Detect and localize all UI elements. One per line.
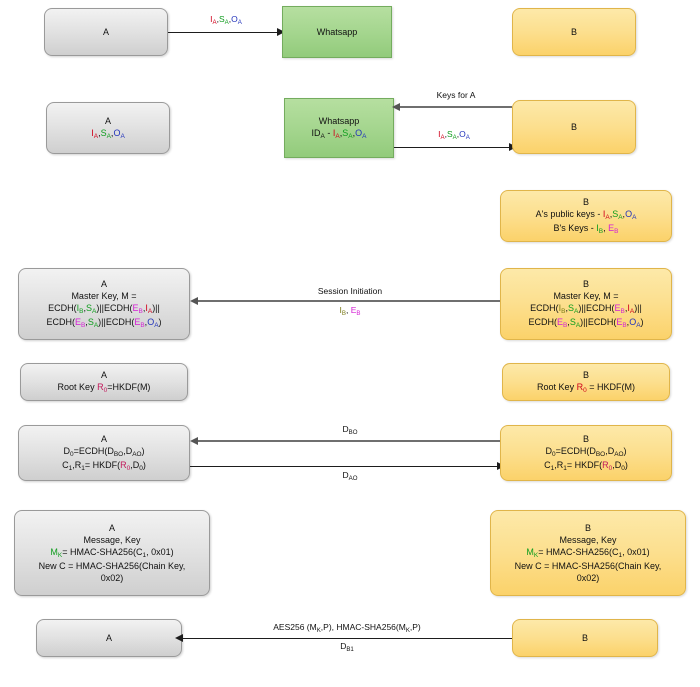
arrowhead-left bbox=[392, 103, 400, 111]
node-master-key-heading: Master Key, M = bbox=[553, 291, 619, 301]
node-label: B bbox=[581, 633, 588, 643]
node-master-key-part2: ECDH(EB,SA)||ECDH(EB,OA) bbox=[528, 317, 644, 329]
node-master-key-part1: ECDH(IB,SA)||ECDH(EB,IA)|| bbox=[530, 303, 642, 315]
arrowhead-left bbox=[175, 634, 183, 642]
edge-label-dao: DAO bbox=[342, 470, 358, 482]
arrowhead-left bbox=[190, 437, 198, 445]
node-label: A bbox=[102, 27, 109, 37]
connector-a-to-whatsapp bbox=[168, 32, 280, 33]
node-identity-mapping: IDA - IA,SA,OA bbox=[311, 128, 367, 140]
node-label: A bbox=[104, 116, 111, 126]
edge-label-keys-delivered: IA,SA,OA bbox=[438, 129, 470, 141]
node-chain-key-formula-line1: New C = HMAC-SHA256(Chain Key, bbox=[514, 561, 662, 571]
node-label: B bbox=[582, 279, 589, 289]
node-party-a-row1[interactable]: A bbox=[44, 8, 168, 56]
node-label: A bbox=[105, 633, 112, 643]
node-chain-root-formula: C1,R1= HKDF(R0,D0) bbox=[544, 460, 628, 472]
node-label: Whatsapp bbox=[316, 27, 358, 37]
node-chain-key-formula-line2: 0x02) bbox=[100, 573, 124, 583]
node-b-keys: B's Keys - IB, EB bbox=[553, 223, 619, 235]
node-party-a-row8[interactable]: A bbox=[36, 619, 182, 657]
node-party-a-root-key[interactable]: A Root Key R0=HKDF(M) bbox=[20, 363, 188, 401]
node-message-key-formula: MK= HMAC-SHA256(C1, 0x01) bbox=[50, 547, 174, 559]
node-whatsapp-server-row2[interactable]: Whatsapp IDA - IA,SA,OA bbox=[284, 98, 394, 158]
node-party-b-root-key[interactable]: B Root Key R0 = HKDF(M) bbox=[502, 363, 670, 401]
node-party-a-master-key[interactable]: A Master Key, M = ECDH(IB,SA)||ECDH(EB,I… bbox=[18, 268, 190, 340]
node-label: B bbox=[582, 434, 589, 444]
node-chain-root-formula: C1,R1= HKDF(R0,D0) bbox=[62, 460, 146, 472]
node-label: B bbox=[570, 122, 577, 132]
node-root-key-formula: Root Key R0 = HKDF(M) bbox=[537, 382, 635, 394]
edge-label-keys-upload: IA,SA,OA bbox=[210, 14, 242, 26]
node-dh-formula: D0=ECDH(DBO,DAO) bbox=[63, 446, 145, 458]
node-chain-key-formula-line1: New C = HMAC-SHA256(Chain Key, bbox=[38, 561, 186, 571]
node-master-key-heading: Master Key, M = bbox=[71, 291, 137, 301]
node-master-key-part1: ECDH(IB,SA)||ECDH(EB,IA)|| bbox=[48, 303, 160, 315]
connector-session-initiation bbox=[198, 300, 500, 302]
node-party-a-row2[interactable]: A IA,SA,OA bbox=[46, 102, 170, 154]
node-party-b-row8[interactable]: B bbox=[512, 619, 658, 657]
arrowhead-left bbox=[190, 297, 198, 305]
node-party-b-ratchet[interactable]: B D0=ECDH(DBO,DAO) C1,R1= HKDF(R0,D0) bbox=[500, 425, 672, 481]
node-a-public-keys: A's public keys - IA,SA,OA bbox=[535, 209, 637, 221]
node-dh-formula: D0=ECDH(DBO,DAO) bbox=[545, 446, 627, 458]
node-label: A bbox=[100, 279, 107, 289]
node-message-key-formula: MK= HMAC-SHA256(C1, 0x01) bbox=[526, 547, 650, 559]
node-party-b-message-key[interactable]: B Message, Key MK= HMAC-SHA256(C1, 0x01)… bbox=[490, 510, 686, 596]
connector-ciphertext bbox=[182, 638, 512, 639]
node-message-key-heading: Message, Key bbox=[559, 535, 617, 545]
node-whatsapp-server-row1[interactable]: Whatsapp bbox=[282, 6, 392, 58]
node-party-b-row1[interactable]: B bbox=[512, 8, 636, 56]
connector-server-to-b-keys bbox=[394, 147, 512, 148]
edge-label-session-initiation: Session Initiation bbox=[317, 286, 383, 296]
node-party-a-message-key[interactable]: A Message, Key MK= HMAC-SHA256(C1, 0x01)… bbox=[14, 510, 210, 596]
edge-label-keys-for-a: Keys for A bbox=[436, 90, 476, 100]
edge-label-session-keys: IB, EB bbox=[339, 305, 361, 317]
node-party-b-keystore[interactable]: B A's public keys - IA,SA,OA B's Keys - … bbox=[500, 190, 672, 242]
node-party-a-ratchet[interactable]: A D0=ECDH(DBO,DAO) C1,R1= HKDF(R0,D0) bbox=[18, 425, 190, 481]
node-label: B bbox=[570, 27, 577, 37]
connector-dao bbox=[190, 466, 500, 467]
node-label: B bbox=[582, 370, 589, 380]
node-label: A bbox=[108, 523, 115, 533]
node-party-b-master-key[interactable]: B Master Key, M = ECDH(IB,SA)||ECDH(EB,I… bbox=[500, 268, 672, 340]
connector-request-keys-for-a bbox=[400, 106, 512, 108]
node-keys: IA,SA,OA bbox=[91, 128, 125, 140]
edge-label-ciphertext: AES256 (MK,P), HMAC-SHA256(MK,P) bbox=[273, 622, 421, 634]
edge-label-db1: DB1 bbox=[340, 641, 354, 653]
node-label: A bbox=[100, 434, 107, 444]
arrowhead-right bbox=[277, 28, 285, 36]
node-label: B bbox=[584, 523, 591, 533]
connector-dbo bbox=[198, 440, 500, 442]
node-label: A bbox=[100, 370, 107, 380]
node-message-key-heading: Message, Key bbox=[83, 535, 141, 545]
node-label: B bbox=[582, 197, 589, 207]
edge-label-dbo: DBO bbox=[342, 424, 358, 436]
node-party-b-row2[interactable]: B bbox=[512, 100, 636, 154]
node-master-key-part2: ECDH(EB,SA)||ECDH(EB,OA) bbox=[46, 317, 162, 329]
node-label: Whatsapp bbox=[318, 116, 360, 126]
node-root-key-formula: Root Key R0=HKDF(M) bbox=[57, 382, 151, 394]
node-chain-key-formula-line2: 0x02) bbox=[576, 573, 600, 583]
